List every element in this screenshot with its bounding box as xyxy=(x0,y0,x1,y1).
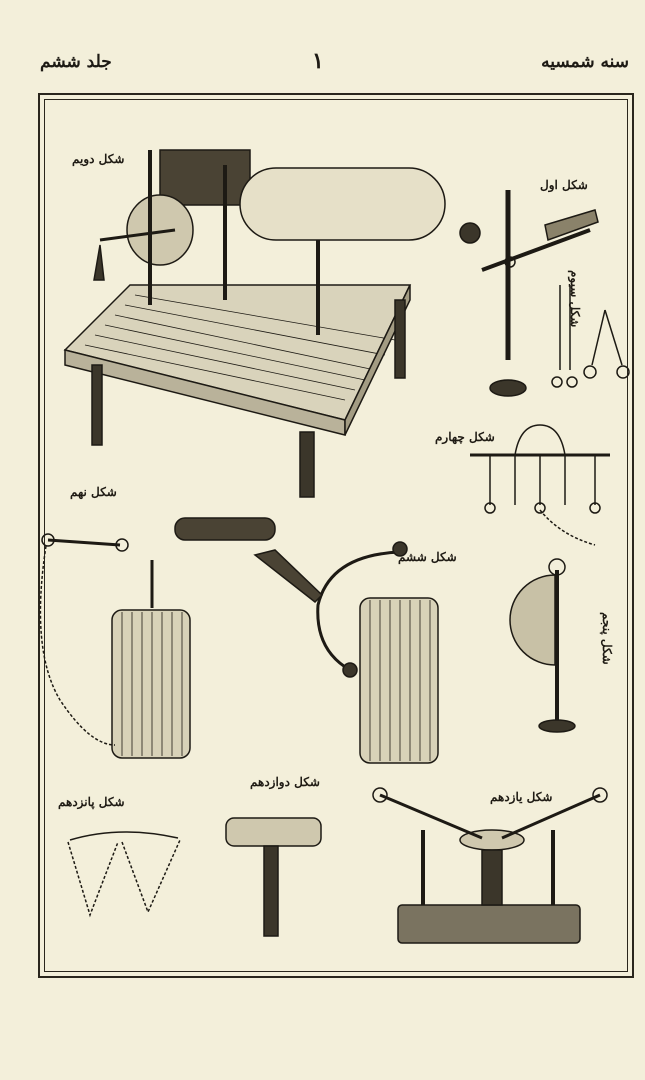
caption-figure-6: شکل ششم xyxy=(398,550,457,564)
figure-four-bells xyxy=(470,424,610,546)
caption-figure-5: شکل پنجم xyxy=(600,612,614,665)
figure-nine-leyden-jar xyxy=(39,517,276,759)
caption-figure-1: شکل اول xyxy=(540,178,588,192)
figure-twelve-stool xyxy=(225,817,322,937)
caption-figure-9: شکل نهم xyxy=(70,485,117,499)
figure-eleven-discharger xyxy=(372,787,608,944)
electric-machine-illustration xyxy=(63,149,481,498)
caption-figure-11: شکل یازدهم xyxy=(490,790,553,804)
caption-figure-3: شکل سیوم xyxy=(568,270,582,328)
caption-figure-2: شکل دویم xyxy=(72,152,125,166)
figure-five-electrometer xyxy=(509,558,576,733)
header-year: سنه شمسیه xyxy=(541,52,629,72)
header-volume: جلد ششم xyxy=(40,52,112,72)
plate-outer-border xyxy=(38,93,634,978)
caption-figure-15: شکل پانزدهم xyxy=(58,795,125,809)
caption-figure-12: شکل دوازدهم xyxy=(250,775,320,789)
figure-fifteen-chains xyxy=(67,831,181,918)
header-page-number: ۱ xyxy=(312,48,324,74)
figure-six-jar xyxy=(253,541,439,764)
figure-three-pendulums xyxy=(551,285,630,388)
caption-figure-4: شکل چهارم xyxy=(435,430,495,444)
figure-one-apparatus xyxy=(481,190,599,397)
